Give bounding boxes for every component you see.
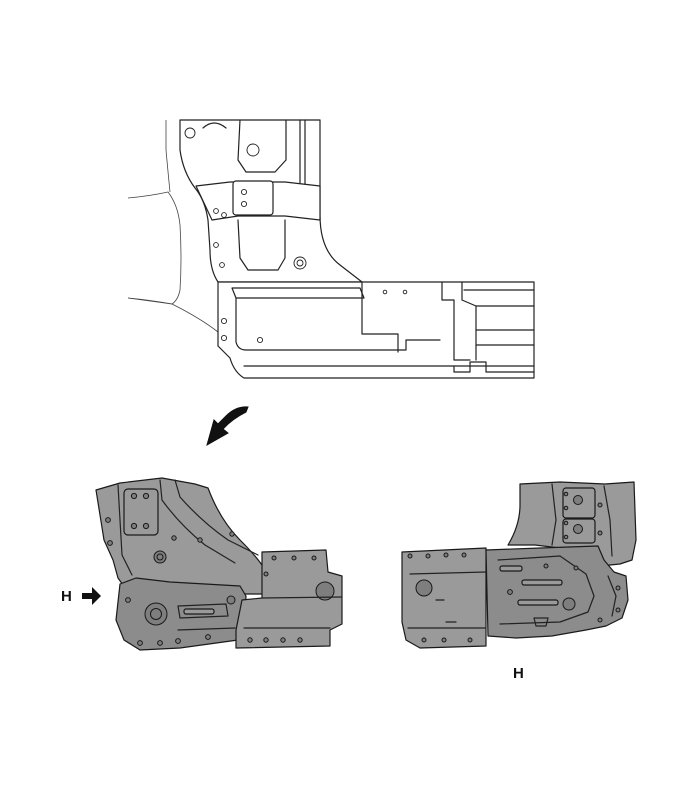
right-part-group <box>401 481 637 649</box>
view-title-label: H <box>513 665 524 682</box>
view-marker-label: H <box>61 588 72 605</box>
curved-rotation-arrow-icon <box>206 406 249 447</box>
right-arrow-icon <box>82 587 101 605</box>
assembled-body-view <box>127 119 535 379</box>
left-part-group <box>95 477 343 651</box>
